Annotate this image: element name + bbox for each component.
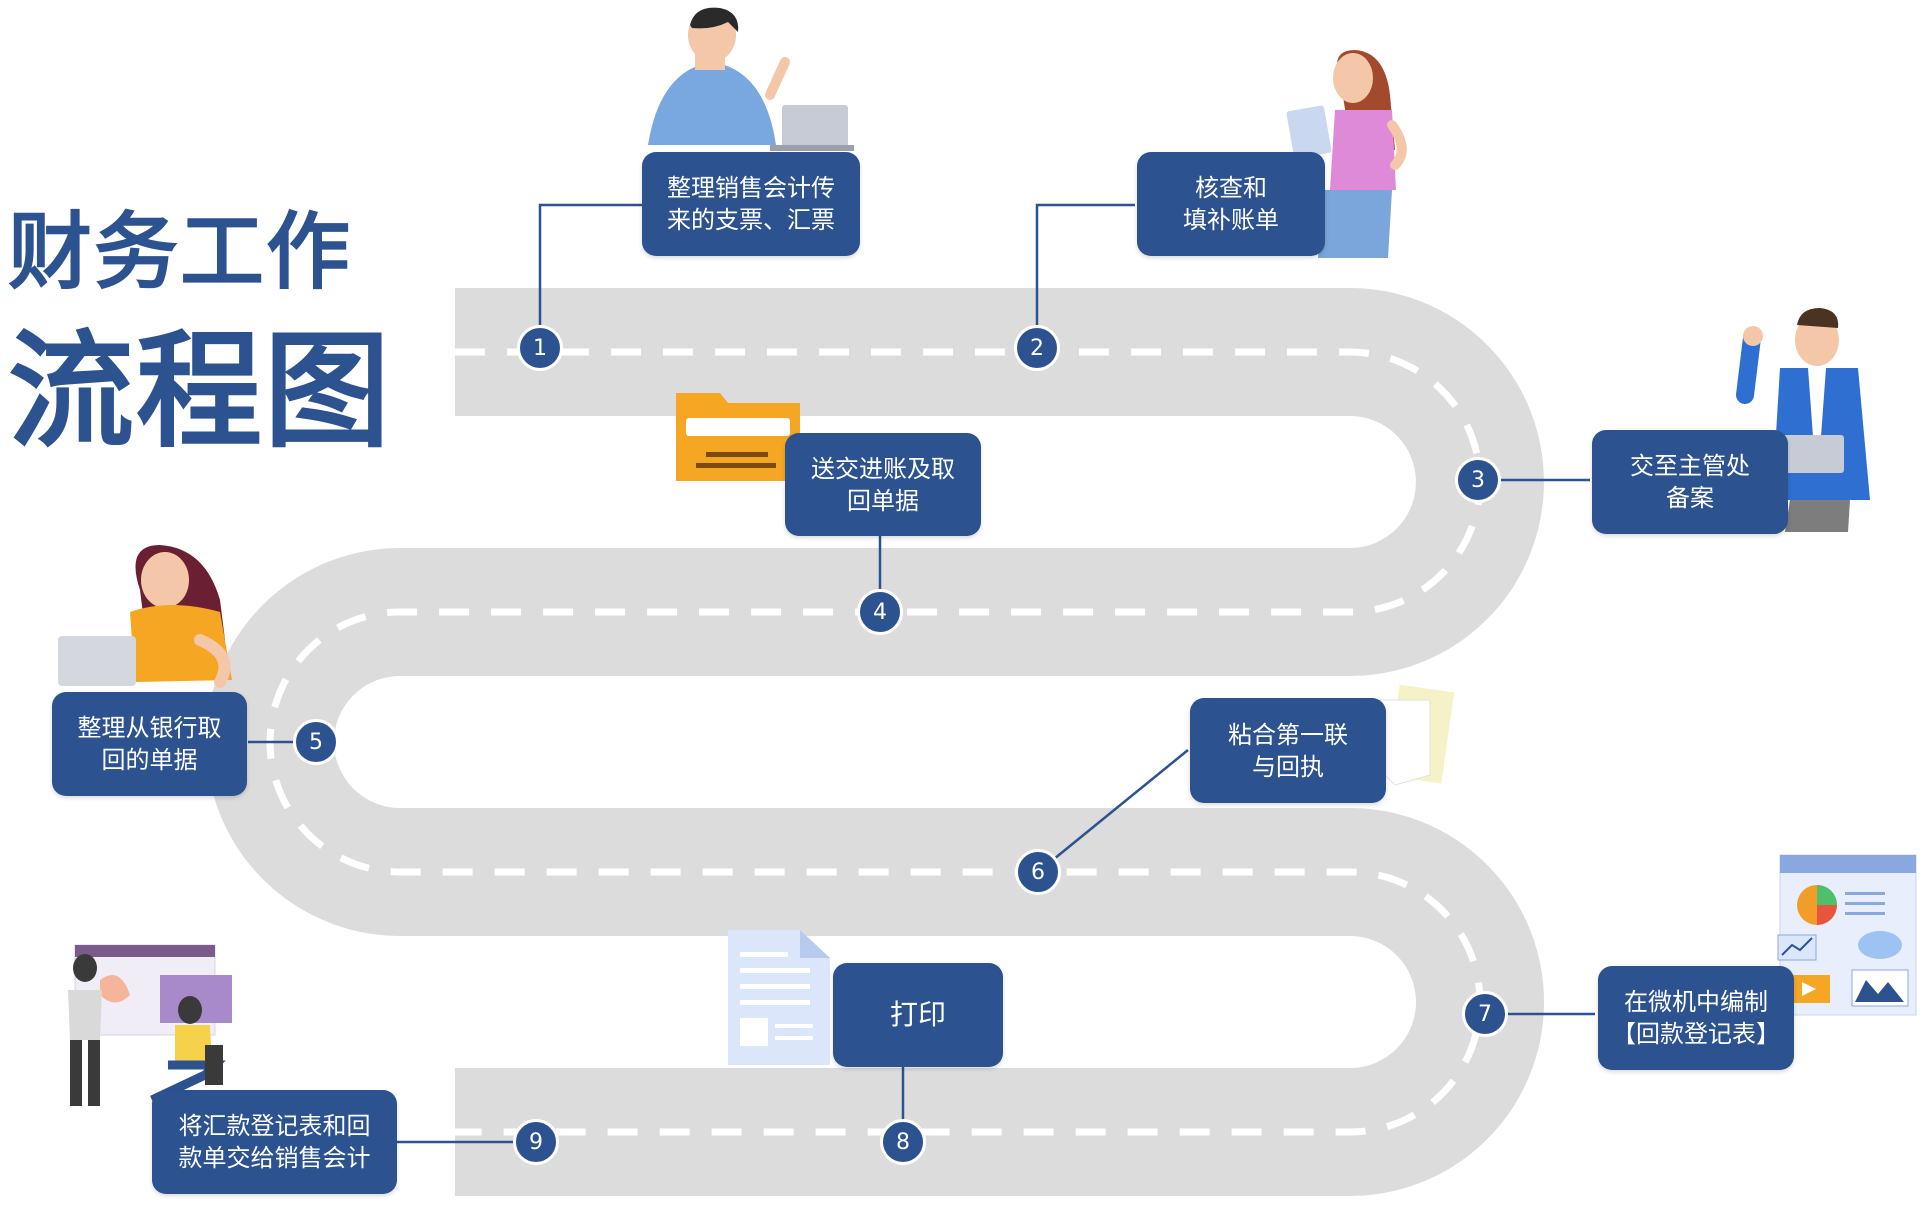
step-7-box: 在微机中编制 【回款登记表】 xyxy=(1598,966,1794,1070)
step-3-label: 交至主管处 备案 xyxy=(1630,452,1750,512)
sticky-note-icon xyxy=(1379,684,1455,786)
step-8-box: 打印 xyxy=(833,963,1003,1067)
title-line-2: 流程图 xyxy=(8,318,392,465)
step-9-badge: 9 xyxy=(513,1119,559,1165)
folder-icon xyxy=(676,393,800,481)
step-3-box: 交至主管处 备案 xyxy=(1592,430,1788,534)
step-5-badge: 5 xyxy=(293,719,339,765)
step-8-badge: 8 xyxy=(880,1119,926,1165)
person-laptop-icon xyxy=(648,7,854,151)
step-1-badge: 1 xyxy=(517,325,563,371)
step-4-label: 送交进账及取 回单据 xyxy=(811,454,955,515)
team-presentation-icon xyxy=(68,944,232,1106)
step-6-label: 粘合第一联 与回执 xyxy=(1228,720,1348,781)
step-8-label: 打印 xyxy=(889,998,946,1031)
step-2-box: 核查和 填补账单 xyxy=(1137,152,1325,256)
step-2-label: 核查和 填补账单 xyxy=(1183,174,1279,234)
step-9-box: 将汇款登记表和回 款单交给销售会计 xyxy=(152,1090,397,1194)
woman-laptop-icon xyxy=(58,545,232,688)
step-9-label: 将汇款登记表和回 款单交给销售会计 xyxy=(178,1112,371,1172)
step-1-label: 整理销售会计传 来的支票、汇票 xyxy=(667,174,835,234)
step-6-badge: 6 xyxy=(1015,849,1061,895)
step-6-box: 粘合第一联 与回执 xyxy=(1190,698,1386,803)
document-icon xyxy=(728,930,830,1065)
title-line-1: 财务工作 xyxy=(8,203,353,301)
step-5-box: 整理从银行取 回的单据 xyxy=(52,692,247,796)
step-7-label: 在微机中编制 【回款登记表】 xyxy=(1612,988,1780,1048)
step-5-label: 整理从银行取 回的单据 xyxy=(77,714,222,774)
step-7-badge: 7 xyxy=(1462,991,1508,1037)
dashboard-icon xyxy=(1777,854,1917,1016)
step-2-badge: 2 xyxy=(1014,325,1060,371)
woman-tablet-icon xyxy=(1286,50,1407,258)
step-4-box: 送交进账及取 回单据 xyxy=(785,433,981,536)
step-1-box: 整理销售会计传 来的支票、汇票 xyxy=(642,152,860,256)
step-3-badge: 3 xyxy=(1455,457,1501,503)
step-4-badge: 4 xyxy=(857,589,903,635)
